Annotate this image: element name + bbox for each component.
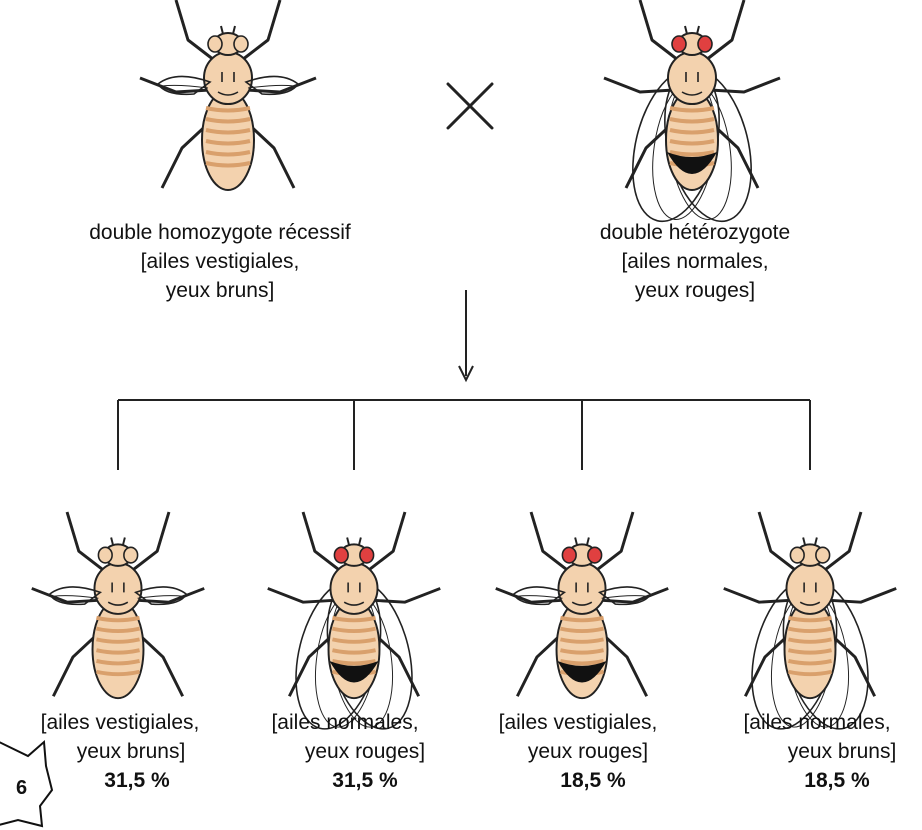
- offspring-percent: 31,5 %: [0, 766, 240, 795]
- label-line: [ailes normales,: [240, 708, 450, 737]
- parent-fly-1: [140, 0, 316, 190]
- label-line: yeux rouges]: [545, 276, 845, 305]
- label-line: [ailes vestigiales,: [0, 708, 240, 737]
- label-line: [ailes vestigiales,: [30, 247, 410, 276]
- offspring-fly-3: [496, 512, 668, 698]
- label-line: double homozygote récessif: [30, 218, 410, 247]
- offspring-percent: 31,5 %: [240, 766, 450, 795]
- cross-symbol: [448, 84, 492, 128]
- label-line: [ailes normales,: [545, 247, 845, 276]
- offspring-fly-2: [268, 512, 440, 738]
- label-line: yeux rouges]: [240, 737, 450, 766]
- parent-label-left: double homozygote récessif [ailes vestig…: [30, 218, 410, 305]
- offspring-percent: 18,5 %: [712, 766, 922, 795]
- offspring-label-2: [ailes normales, yeux rouges] 31,5 %: [240, 708, 450, 795]
- branch-lines: [118, 400, 810, 470]
- label-line: yeux bruns]: [0, 737, 240, 766]
- label-line: yeux bruns]: [712, 737, 922, 766]
- offspring-label-3: [ailes vestigiales, yeux rouges] 18,5 %: [468, 708, 688, 795]
- offspring-label-4: [ailes normales, yeux bruns] 18,5 %: [712, 708, 922, 795]
- offspring-fly-1: [32, 512, 204, 698]
- badge-number: 6: [16, 777, 27, 800]
- label-line: [ailes normales,: [712, 708, 922, 737]
- label-line: [ailes vestigiales,: [468, 708, 688, 737]
- label-line: double hétérozygote: [545, 218, 845, 247]
- offspring-label-1: [ailes vestigiales, yeux bruns] 31,5 %: [0, 708, 240, 795]
- offspring-percent: 18,5 %: [468, 766, 688, 795]
- down-arrow: [459, 290, 473, 380]
- offspring-fly-4: [724, 512, 896, 738]
- parent-label-right: double hétérozygote [ailes normales, yeu…: [545, 218, 845, 305]
- label-line: yeux rouges]: [468, 737, 688, 766]
- parent-fly-2: [604, 0, 780, 230]
- label-line: yeux bruns]: [30, 276, 410, 305]
